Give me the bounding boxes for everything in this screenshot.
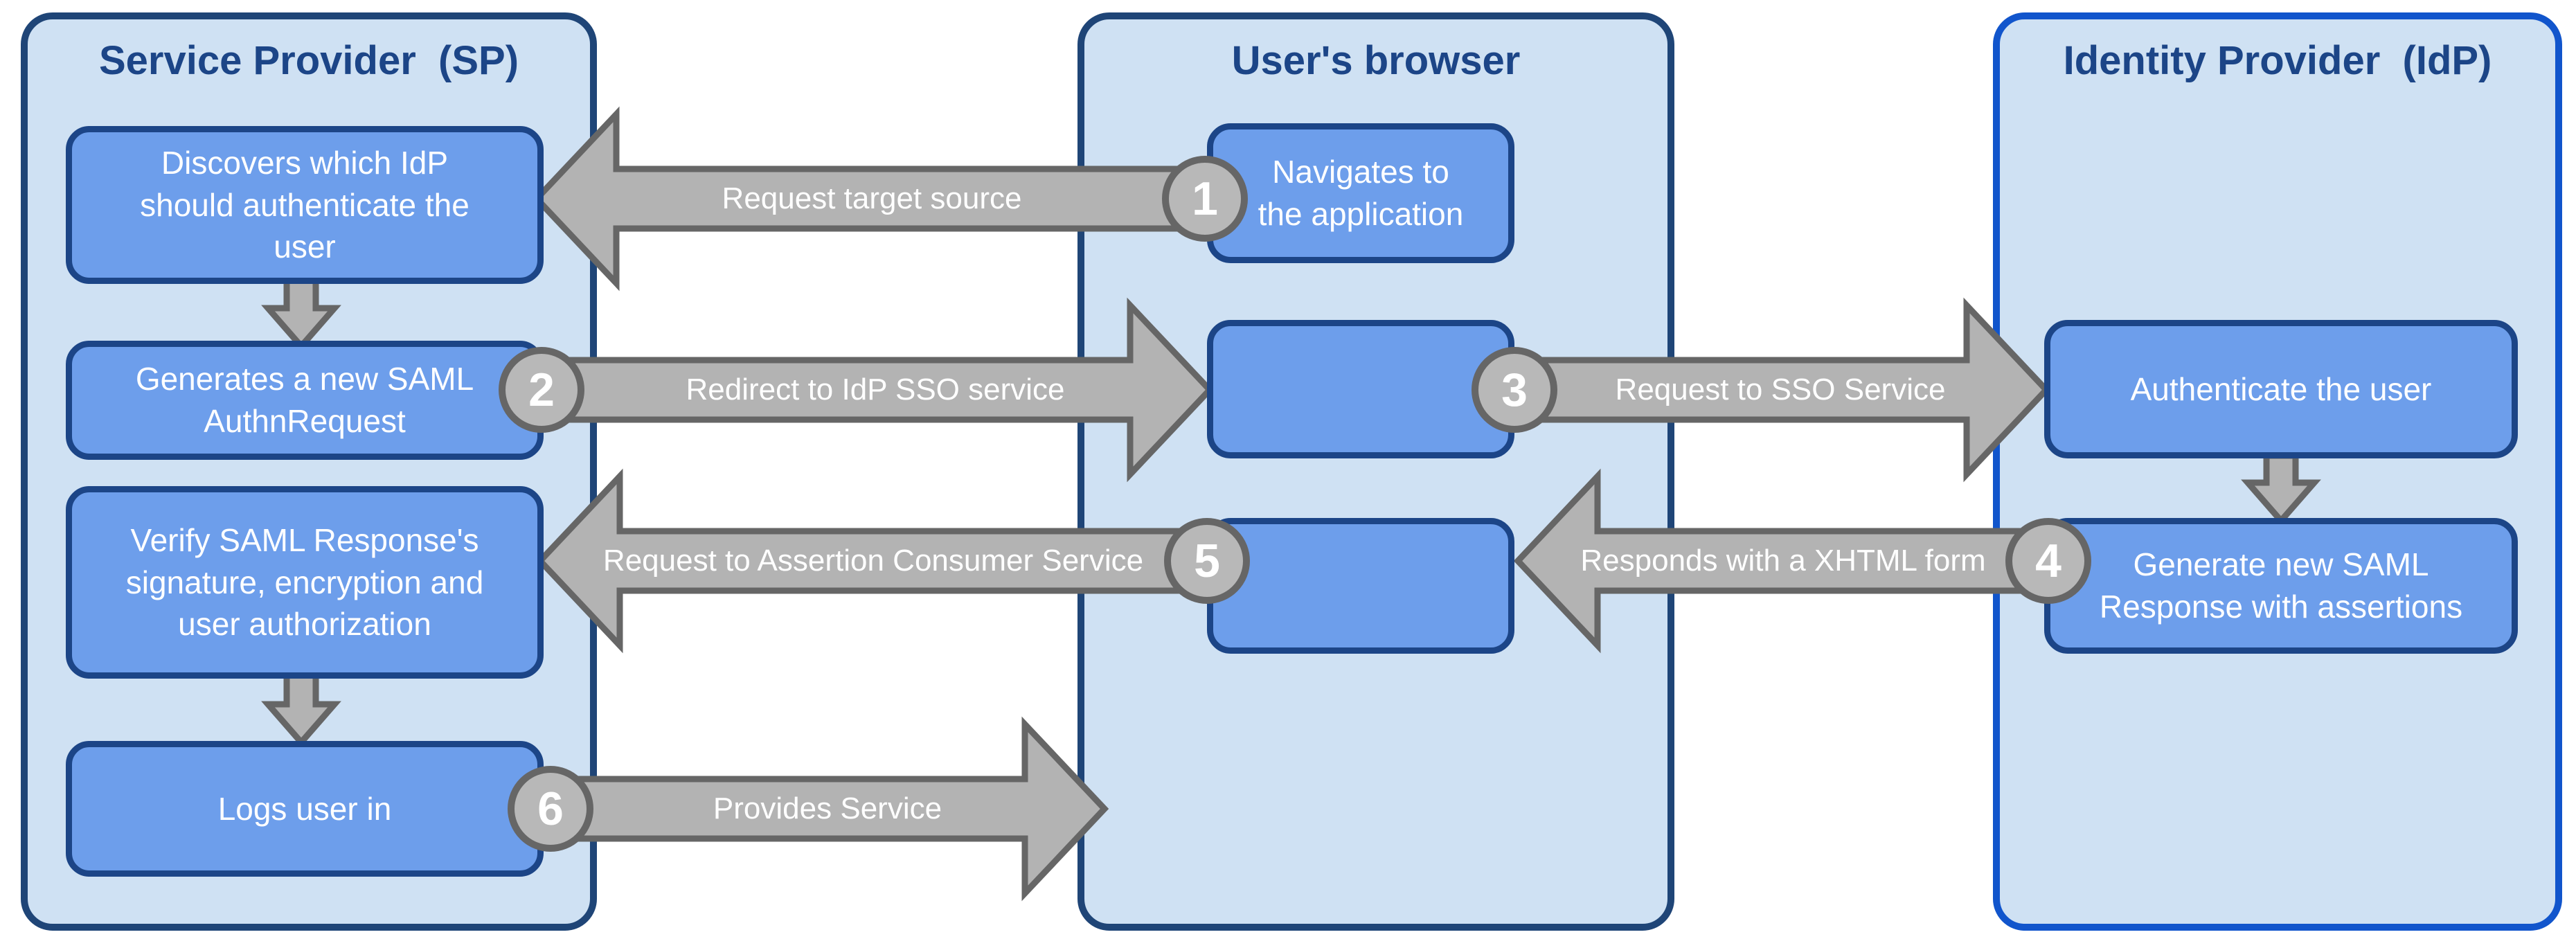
identity-provider-title: Identity Provider (IdP) (2063, 38, 2492, 83)
label-provides-service: Provides Service (713, 792, 942, 825)
arrow-redirect-idp-sso (538, 297, 1215, 483)
label-responds-xhtml-form: Responds with a XHTML form (1580, 544, 1986, 578)
box-logs-user-in-label: Logs user in (217, 790, 392, 827)
box-discovers-idp-label: Discovers which IdP should authenticate … (140, 144, 469, 265)
arrow-request-acs (535, 468, 1210, 654)
arrow-request-sso-service (1511, 297, 2051, 483)
step-circle-3: 3 (1472, 347, 1557, 433)
arrow-request-target-source (532, 106, 1210, 292)
service-provider-title: Service Provider (SP) (98, 38, 519, 83)
users-browser-title: User's browser (1231, 38, 1521, 83)
box-browser-redirect-empty (1207, 320, 1514, 458)
box-verify-response: Verify SAML Response's signature, encryp… (66, 486, 544, 679)
step-circle-6: 6 (508, 766, 593, 852)
arrow-authenticate-to-respond (2241, 452, 2321, 526)
box-authenticate-user-label: Authenticate the user (2130, 370, 2432, 407)
box-verify-response-label: Verify SAML Response's signature, encryp… (125, 521, 484, 643)
box-browser-post-empty (1207, 518, 1514, 654)
box-generate-saml-response: Generate new SAML Response with assertio… (2044, 518, 2518, 654)
label-request-acs: Request to Assertion Consumer Service (602, 544, 1144, 578)
box-logs-user-in: Logs user in (66, 741, 544, 877)
step-circle-4: 4 (2005, 518, 2091, 604)
box-generate-saml-response-label: Generate new SAML Response with assertio… (2099, 546, 2463, 625)
box-generates-authnrequest-label: Generates a new SAML AuthnRequest (135, 361, 474, 439)
box-generates-authnrequest: Generates a new SAML AuthnRequest (66, 341, 544, 460)
step-circle-1: 1 (1162, 156, 1248, 242)
box-authenticate-user: Authenticate the user (2044, 320, 2518, 458)
label-redirect-idp-sso: Redirect to IdP SSO service (686, 373, 1065, 406)
arrow-responds-xhtml-form (1513, 468, 2052, 654)
box-navigates-to-application-label: Navigates to the application (1258, 154, 1464, 232)
arrow-verify-to-login (261, 672, 341, 747)
step-circle-2: 2 (499, 347, 584, 433)
step-circle-5: 5 (1164, 518, 1250, 604)
box-navigates-to-application: Navigates to the application (1207, 123, 1514, 263)
arrow-provides-service (547, 716, 1109, 902)
arrow-discover-to-generate (261, 277, 341, 351)
label-request-sso-service: Request to SSO Service (1615, 373, 1946, 406)
label-request-target-source: Request target source (722, 181, 1022, 215)
box-discovers-idp: Discovers which IdP should authenticate … (66, 126, 544, 284)
